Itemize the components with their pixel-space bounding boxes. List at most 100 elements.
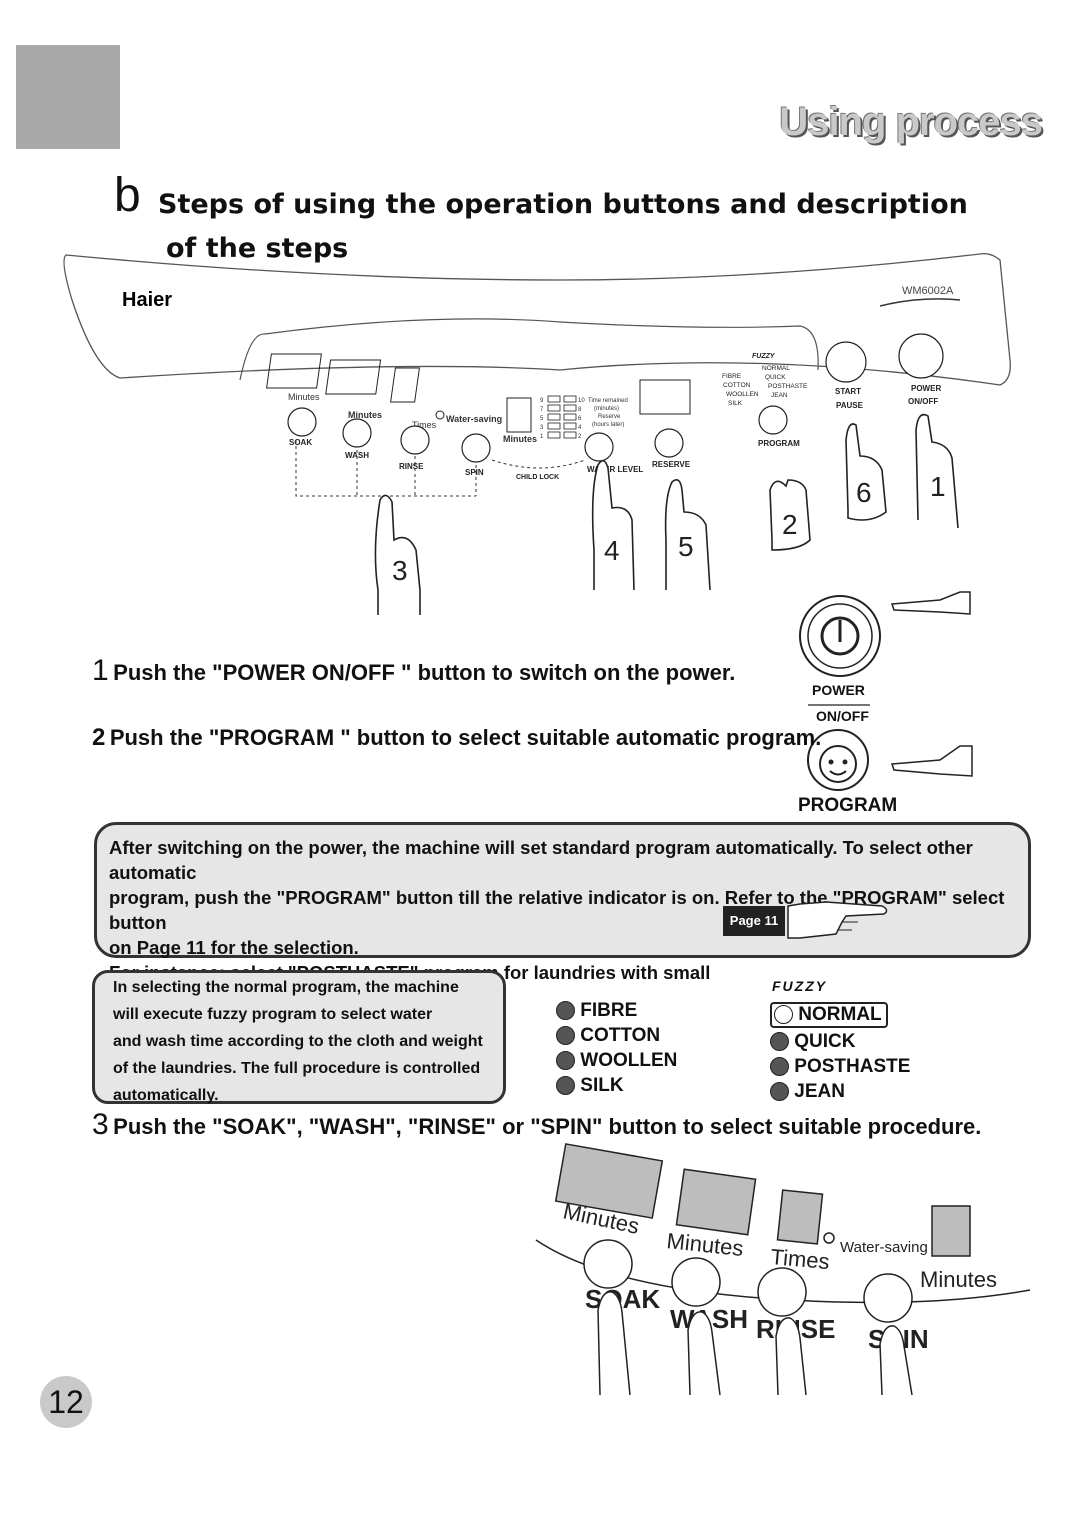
wl-left-0: 9 [540, 398, 544, 404]
indicator-icon [770, 1082, 789, 1102]
panel-prog-jean: JEAN [771, 392, 788, 399]
indicator-icon [770, 1032, 789, 1052]
fuzzy-line-5: automatically. [113, 1087, 219, 1104]
page-11-badge[interactable]: Page 11 [723, 906, 785, 936]
proc-spin-button [863, 1273, 913, 1323]
water-level-bars [547, 395, 577, 439]
display-strip [239, 318, 819, 381]
proc-rinse-button [757, 1267, 807, 1317]
panel-label-spin: SPIN [465, 468, 484, 477]
model-underline [879, 298, 961, 307]
program-list-left: FIBRE COTTON WOOLLEN SILK [556, 1000, 677, 1097]
panel-label-program: PROGRAM [758, 439, 800, 448]
display-spin [931, 1205, 971, 1257]
panel-label-on-off: ON/OFF [908, 397, 938, 406]
program-option-quick: QUICK [770, 1031, 910, 1053]
finger-number-1: 1 [930, 471, 946, 502]
panel-spin-button [461, 433, 491, 463]
program-label: POSTHASTE [794, 1056, 911, 1077]
page-title: Using process [779, 100, 1043, 144]
indicator-icon [556, 1026, 575, 1046]
procedure-illustration: Minutes Minutes Times Minutes Water-savi… [535, 1143, 1031, 1396]
wl-right-3: 4 [578, 425, 582, 431]
proc-label-water-saving: Water-saving [840, 1239, 928, 1256]
display-wash [675, 1168, 757, 1236]
panel-prog-quick: QUICK [765, 374, 786, 381]
label-minutes-1: Minutes [288, 392, 320, 402]
panel-label-rinse: RINSE [399, 462, 424, 471]
side-label-power: POWER [812, 682, 865, 698]
water-saving-led [435, 410, 445, 420]
wl-left-2: 5 [540, 416, 544, 422]
proc-soak-button [583, 1239, 633, 1289]
program-label: WOOLLEN [580, 1050, 678, 1071]
proc-hand-rinse [775, 1317, 807, 1396]
info-line-1: After switching on the power, the machin… [109, 837, 973, 883]
panel-prog-posthaste: POSTHASTE [768, 383, 808, 390]
proc-wash-button [671, 1257, 721, 1307]
hand-3 [374, 494, 421, 615]
label-minutes-paren: (minutes) [594, 406, 619, 412]
step-3-number: 3 [92, 1108, 109, 1141]
panel-water-level-button [584, 432, 614, 462]
label-reserve-small: Reserve [598, 414, 621, 420]
fuzzy-line-1: In selecting the normal program, the mac… [113, 979, 459, 996]
indicator-icon [556, 1076, 575, 1096]
pointing-hand-program [890, 745, 973, 777]
panel-prog-silk: SILK [728, 400, 743, 407]
program-option-jean: JEAN [770, 1081, 910, 1103]
section-title-line2: of the steps [166, 233, 349, 264]
program-label: NORMAL [798, 1004, 882, 1025]
program-option-cotton: COTTON [556, 1025, 677, 1047]
display-soak [554, 1143, 664, 1219]
indicator-icon-on [774, 1005, 793, 1025]
step-2: 2 Push the "PROGRAM " button to select s… [92, 724, 821, 752]
finger-number-2: 2 [782, 509, 798, 540]
panel-prog-cotton: COTTON [723, 382, 751, 389]
program-label: JEAN [794, 1081, 845, 1102]
panel-label-start: START [835, 387, 861, 396]
program-label: FIBRE [580, 1000, 638, 1021]
rinse-display [390, 367, 420, 403]
soak-display [266, 353, 322, 389]
finger-number-3: 3 [392, 555, 408, 586]
fuzzy-line-3: and wash time according to the cloth and… [113, 1033, 483, 1050]
step-1: 1 Push the "POWER ON/OFF " button to swi… [92, 654, 735, 688]
program-option-posthaste: POSTHASTE [770, 1056, 910, 1078]
program-label: SILK [580, 1075, 624, 1096]
proc-hand-wash [687, 1311, 721, 1396]
proc-label-minutes-3: Minutes [920, 1267, 997, 1292]
wl-right-0: 10 [578, 398, 585, 404]
brand-logo: Haier [122, 289, 172, 311]
program-option-normal: NORMAL [770, 1002, 888, 1028]
panel-label-reserve: RESERVE [652, 460, 691, 469]
label-minutes-3: Minutes [503, 434, 537, 444]
hand-6 [845, 423, 887, 521]
model-number: WM6002A [902, 285, 954, 297]
program-label: COTTON [580, 1025, 661, 1046]
label-times: Times [412, 420, 437, 430]
hand-2 [769, 479, 811, 551]
program-face-icon [819, 745, 857, 783]
pointing-hand-power [890, 591, 971, 615]
step-3-text: Push the "SOAK", "WASH", "RINSE" or "SPI… [113, 1114, 982, 1139]
program-option-woollen: WOOLLEN [556, 1050, 677, 1072]
indicator-icon [770, 1057, 789, 1077]
panel-label-child-lock: CHILD LOCK [516, 474, 559, 481]
program-label: QUICK [794, 1031, 856, 1052]
time-display [639, 379, 691, 415]
fuzzy-line-4: of the laundries. The full procedure is … [113, 1060, 481, 1077]
panel-label-pause: PAUSE [836, 401, 864, 410]
label-water-saving: Water-saving [446, 414, 502, 424]
section-title-cont: of the steps [166, 228, 1046, 270]
panel-label-power: POWER [911, 384, 941, 393]
dotted-connector [295, 440, 477, 497]
proc-hand-spin [879, 1325, 913, 1396]
panel-power-button [898, 333, 944, 379]
section-title: Steps of using the operation buttons and… [158, 184, 1038, 226]
label-time-remained: Time remained [588, 398, 628, 404]
wl-left-4: 1 [540, 434, 544, 440]
label-minutes-2: Minutes [348, 410, 382, 420]
step-1-text: Push the "POWER ON/OFF " button to switc… [113, 660, 736, 685]
child-lock-arc [491, 459, 586, 469]
